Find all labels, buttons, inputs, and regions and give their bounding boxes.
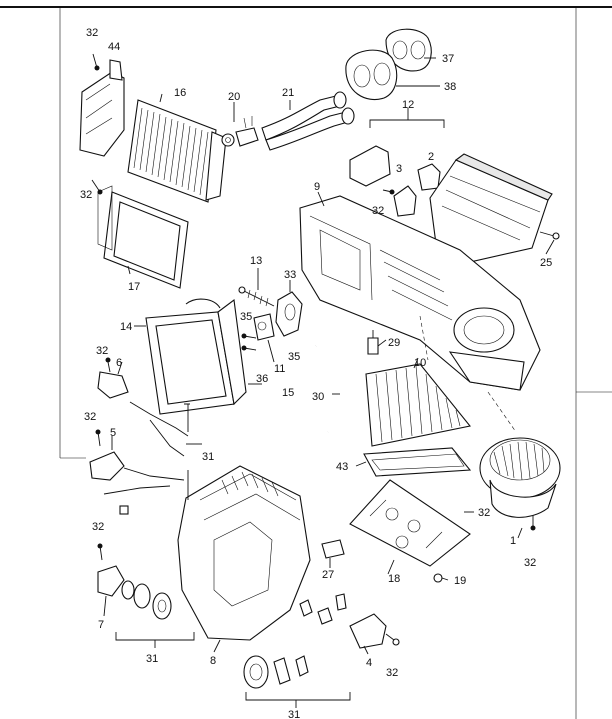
label-part-16: 16 [174,87,186,99]
label-part-36: 36 [256,373,268,385]
label-part-32: 32 [92,521,104,533]
part-33-bracket [275,291,303,337]
part-31-levers-middle [184,403,190,500]
label-part-32: 32 [84,411,96,423]
part-27-connector [321,539,345,559]
label-part-35: 35 [288,351,300,363]
label-part-12: 12 [402,99,414,111]
assembly-dashes [419,315,517,433]
label-part-6: 6 [116,357,122,369]
part-30-hose [315,343,341,433]
label-part-18: 18 [388,573,400,585]
label-part-32: 32 [86,27,98,39]
label-part-9: 9 [314,181,320,193]
label-part-35: 35 [240,311,252,323]
label-part-33: 33 [284,269,296,281]
part-43-filter-frame [363,447,472,477]
part-13-bolt [238,286,275,307]
part-6-lever [97,357,189,457]
part-7-lever [97,543,125,597]
part-31-gears-left [115,580,195,648]
label-part-17: 17 [128,281,140,293]
part-37-gasket [385,28,432,72]
label-part-1: 1 [510,535,516,547]
label-part-8: 8 [210,655,216,667]
label-part-32: 32 [80,189,92,201]
part-35-expansion-valve [241,313,275,351]
label-part-7: 7 [98,619,104,631]
label-part-31: 31 [202,451,214,463]
label-part-13: 13 [250,255,262,267]
label-part-32: 32 [478,507,490,519]
part-8-lower-housing [177,465,311,641]
label-part-3: 3 [396,163,402,175]
label-part-20: 20 [228,91,240,103]
frame [0,6,612,719]
part-17-frame [91,179,189,289]
part-20-clips [221,116,259,147]
label-part-31: 31 [146,653,158,665]
part-16-heater-core [127,99,227,203]
label-part-32: 32 [372,205,384,217]
part-29-drain [367,330,379,355]
label-part-37: 37 [442,53,454,65]
leader-lines [103,57,555,655]
label-part-27: 27 [322,569,334,581]
part-18-cover-plate [349,479,471,567]
label-part-14: 14 [120,321,132,333]
small-clips-bottom [299,593,347,625]
label-part-43: 43 [336,461,348,473]
label-part-21: 21 [282,87,294,99]
label-part-32: 32 [386,667,398,679]
label-part-2: 2 [428,151,434,163]
part-44-side-panel [79,53,125,157]
part-labels: 32 44 16 20 21 37 38 12 3 2 32 9 32 25 1… [80,27,552,719]
label-part-4: 4 [366,657,372,669]
part-38-gasket [345,49,398,100]
part-14-evaporator [145,298,247,415]
part-19-screw [433,573,443,583]
label-part-30: 30 [312,391,324,403]
part-4-actuator [349,613,400,649]
part-21-pipes [261,91,355,151]
part-9-main-housing [299,195,541,391]
label-part-10: 10 [414,357,426,369]
part-10-cabin-filter [365,363,471,447]
label-part-29: 29 [388,337,400,349]
label-part-19: 19 [454,575,466,587]
label-part-25: 25 [540,257,552,269]
label-part-44: 44 [108,41,120,53]
label-part-32: 32 [96,345,108,357]
label-part-15: 15 [282,387,294,399]
label-part-31: 31 [288,709,300,719]
label-part-38: 38 [444,81,456,93]
label-part-5: 5 [110,427,116,439]
label-part-11: 11 [274,363,285,375]
part-1-blower-motor [479,437,561,531]
part-12-actuators [349,119,445,217]
label-part-32: 32 [524,557,536,569]
part-5-lever [89,429,185,515]
part-31-gears-bottom [243,655,351,708]
